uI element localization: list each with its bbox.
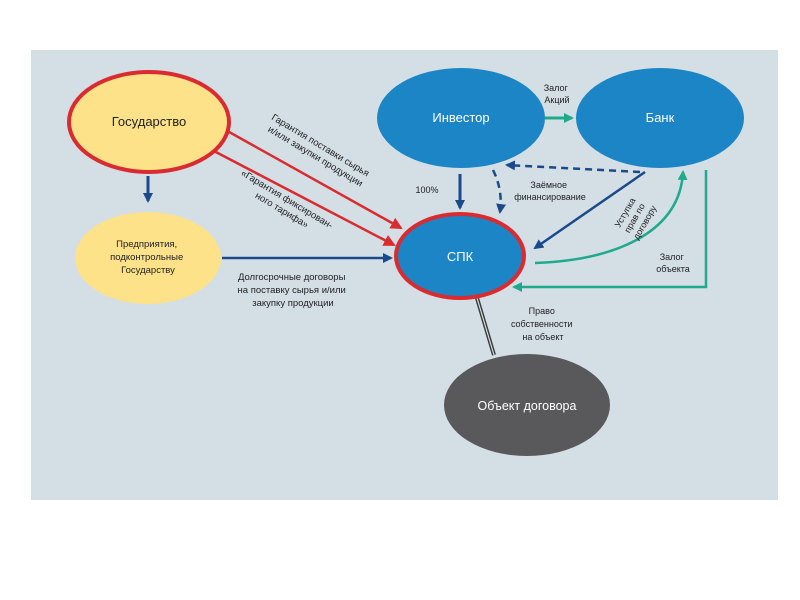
label-loan: Заёмное финансирование [514,180,586,202]
node-state [67,70,231,174]
arrow-loan-dashed [491,169,507,214]
node-enterprises [75,212,221,304]
node-object-label: Объект договора [478,399,577,413]
arrow-bank-investor-dashed [505,160,641,174]
node-spk [394,212,526,300]
node-investor-label: Инвестор [432,110,489,125]
arrow-bank-spk [533,170,646,250]
label-pledge-shares: Залог Акций [544,83,571,105]
arrow-assignment [534,170,688,265]
label-assignment: Уступка прав по договору [612,192,659,241]
node-enterprises-label: Предприятия, подконтрольные Государству [110,239,186,276]
label-ownership: Право собственности на объект [511,306,575,342]
label-percent: 100% [415,185,438,195]
arrow-pledge-object [512,170,708,292]
node-state-label: Государство [112,114,186,129]
node-investor [377,68,545,168]
label-guarantee-tariff: «Гарантия фиксирован- ного тарифа» [233,168,337,243]
arrow-guarantee-tariff [211,148,396,247]
arrow-guarantee-supply [221,126,403,230]
node-bank [576,68,744,168]
node-bank-label: Банк [646,110,675,125]
node-object [444,354,610,456]
node-spk-label: СПК [447,249,474,264]
label-long-term: Долгосрочные договоры на поставку сырья … [238,272,349,309]
label-guarantee-supply: Гарантия поставки сырья и/или закупки пр… [263,112,373,191]
label-pledge-object: Залог объекта [656,252,690,274]
